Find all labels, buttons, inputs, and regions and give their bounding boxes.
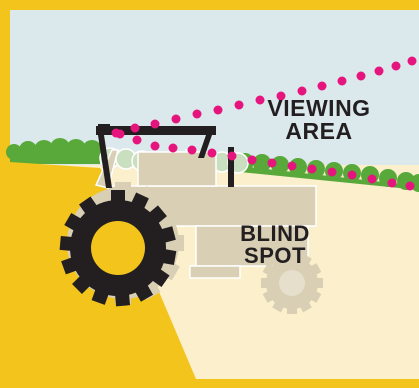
blind-spot-label: BLIND SPOT — [222, 223, 328, 268]
viewing-area-line2: AREA — [260, 120, 378, 143]
blind-spot-line1: BLIND — [222, 223, 328, 245]
blind-spot-line2: SPOT — [222, 245, 328, 267]
viewing-area-label: VIEWING AREA — [260, 97, 378, 144]
viewing-area-line1: VIEWING — [260, 97, 378, 120]
